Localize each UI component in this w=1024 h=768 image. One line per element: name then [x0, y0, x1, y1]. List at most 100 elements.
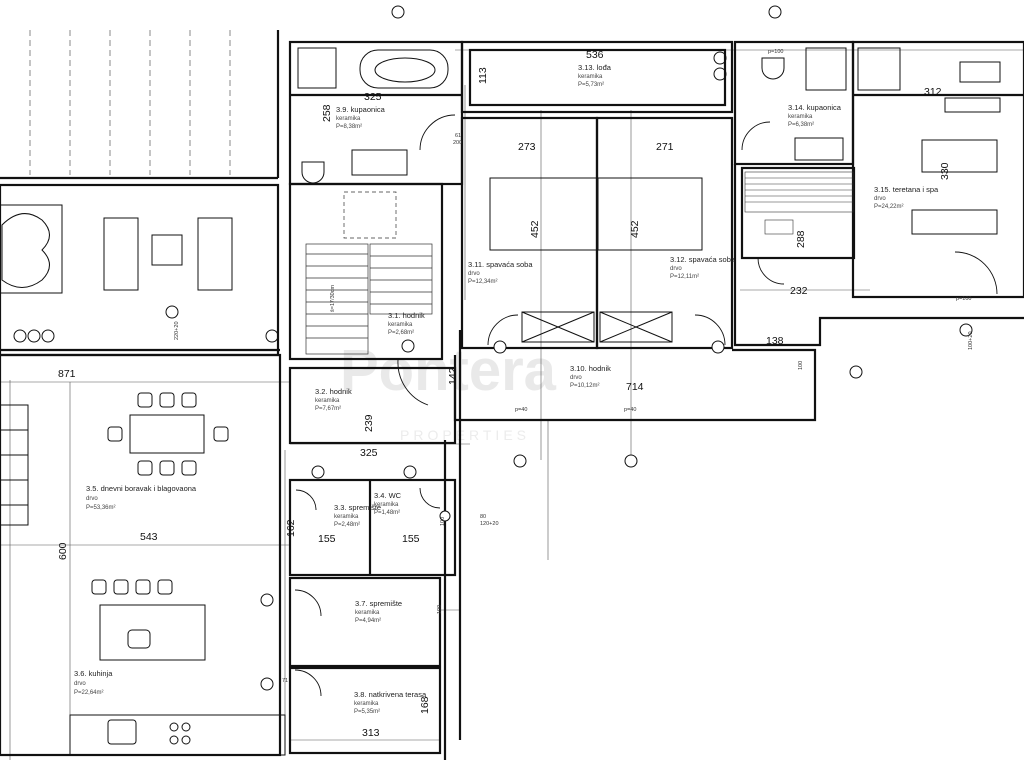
room-3-8-material: keramika — [354, 701, 379, 707]
room-3-13-material: keramika — [578, 74, 603, 80]
room-3-3-material: keramika — [334, 514, 359, 520]
bed-3-12 — [597, 177, 703, 251]
dim-113: 113 — [477, 67, 489, 84]
room-3-7-material: keramika — [355, 610, 380, 616]
room-3-2-area: P=7,67m² — [315, 406, 341, 412]
room-3-12-name: 3.12. spavaća soba — [670, 255, 736, 264]
dim-239: 239 — [363, 414, 375, 432]
bathtub — [359, 49, 449, 89]
island-sink — [127, 629, 151, 649]
room-3-2-name: 3.2. hodnik — [315, 387, 352, 396]
wardrobes — [521, 311, 673, 343]
jacuzzi-basin — [1, 213, 50, 288]
room-3-7-area: P=4,94m² — [355, 618, 381, 624]
room-3-12-area: P=12,11m² — [670, 274, 699, 280]
plants-loggia — [713, 51, 727, 81]
room-3-1-name: 3.1. hodnik — [388, 311, 425, 320]
room-3-13-area: P=5,73m² — [578, 82, 604, 88]
staircase — [305, 191, 433, 355]
dim-100-c: 100 — [437, 605, 443, 614]
dim-142: 142 — [447, 367, 459, 385]
door-200: 200 — [453, 140, 462, 146]
window-p40-a: p=40 — [515, 407, 527, 413]
room-3-6-material: drvo — [74, 681, 86, 687]
room-3-9-material: keramika — [336, 116, 361, 122]
kitchen-counter — [69, 714, 286, 756]
room-3-4-name: 3.4. WC — [374, 491, 402, 500]
dim-312: 312 — [924, 86, 942, 98]
dim-155-right: 155 — [402, 533, 420, 545]
dim-313: 313 — [362, 727, 380, 739]
dim-168: 168 — [419, 696, 431, 714]
dim-325-top: 325 — [364, 91, 382, 103]
dining-chairs — [107, 392, 229, 476]
room-3-1-material: keramika — [388, 322, 413, 328]
dim-452-right: 452 — [629, 220, 641, 238]
stair-note: š=17/30cm — [330, 285, 336, 312]
room-3-15-material: drvo — [874, 196, 886, 202]
room-3-2-material: keramika — [315, 398, 340, 404]
vanity — [351, 149, 408, 176]
watermark-tagline: PROPERTIES — [400, 427, 530, 443]
axis-lines — [0, 49, 1024, 760]
treadmill — [921, 139, 998, 173]
room-3-15-name: 3.15. teretana i spa — [874, 185, 939, 194]
sauna-benches — [744, 171, 854, 235]
room-3-5-area: P=53,36m² — [86, 505, 116, 511]
room-3-5-name: 3.5. dnevni boravak i blagovaona — [86, 484, 197, 493]
opening-labels: 61 200 71 p=40 p=40 p=100 p=100 80 120+2… — [174, 49, 974, 684]
room-3-14-name: 3.14. kupaonica — [788, 103, 842, 112]
toilet-3-9 — [301, 161, 325, 184]
room-3-1-area: P=2,68m² — [388, 330, 414, 336]
exterior-steps — [0, 404, 29, 526]
shower-tray — [297, 47, 337, 89]
gym-bench — [959, 61, 1001, 83]
lounge-chair-right — [197, 217, 233, 291]
window-p100-gym: p=100 — [956, 296, 971, 302]
shower-gym — [857, 47, 901, 91]
room-3-14-area: P=6,38m² — [788, 122, 814, 128]
dim-543: 543 — [140, 531, 158, 543]
dim-138: 138 — [766, 335, 784, 347]
pergola-slats — [29, 30, 231, 175]
room-3-14-material: keramika — [788, 114, 813, 120]
room-3-7-name: 3.7. spremište — [355, 599, 402, 608]
dim-100-a: 100 — [798, 361, 804, 370]
room-3-8-name: 3.8. natkrivena terasa — [354, 690, 427, 699]
door-swings — [294, 114, 998, 697]
rowing-machine — [911, 209, 998, 235]
window-80: 80 — [480, 514, 486, 520]
room-3-8-area: P=5,35m² — [354, 709, 380, 715]
room-3-13-name: 3.13. lođa — [578, 63, 612, 72]
room-3-6-name: 3.6. kuhinja — [74, 669, 113, 678]
window-220-20: 220+20 — [174, 321, 180, 340]
door-61: 61 — [455, 133, 461, 139]
room-labels: 3.1. hodnik keramika P=2,68m² 3.2. hodni… — [74, 63, 939, 715]
dim-325-mid: 325 — [360, 447, 378, 459]
room-3-4-material: keramika — [374, 502, 399, 508]
room-3-3-area: P=2,48m² — [334, 522, 360, 528]
dim-536: 536 — [586, 49, 604, 61]
coffee-table — [151, 234, 183, 266]
toilet-3-14 — [761, 57, 785, 80]
dim-162: 162 — [285, 519, 297, 537]
dim-452-left: 452 — [529, 220, 541, 238]
dim-330: 330 — [939, 162, 951, 180]
room-3-9-area: P=8,38m² — [336, 124, 362, 130]
kitchen-island — [99, 604, 206, 661]
weight-rack — [944, 97, 1001, 113]
dim-871: 871 — [58, 368, 76, 380]
bed-3-11 — [489, 177, 599, 251]
dim-232: 232 — [790, 285, 808, 297]
room-3-11-area: P=12,34m² — [468, 279, 498, 285]
room-3-5-material: drvo — [86, 496, 98, 502]
cooktop — [169, 722, 191, 745]
dim-600: 600 — [57, 542, 69, 560]
room-3-10-material: drvo — [570, 375, 582, 381]
lounge-chair-left — [103, 217, 139, 291]
window-120-20: 120+20 — [480, 521, 499, 527]
dining-table — [129, 414, 205, 454]
bar-stools — [91, 579, 173, 595]
planters — [13, 329, 279, 343]
room-3-6-area: P=22,64m² — [74, 690, 104, 696]
